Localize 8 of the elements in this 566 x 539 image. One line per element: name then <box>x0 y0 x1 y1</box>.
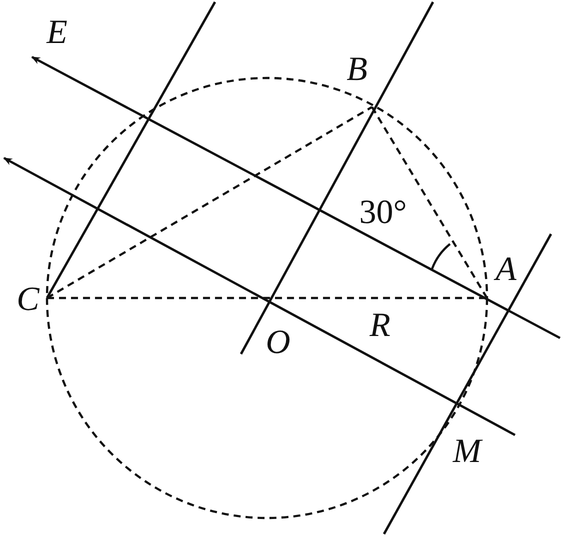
point-label: E <box>46 16 68 50</box>
point-label: A <box>496 253 516 287</box>
point-label: M <box>452 435 482 469</box>
point-label: C <box>16 283 40 317</box>
point-label: O <box>266 326 290 360</box>
point-label: R <box>370 309 390 343</box>
angle-label: 30° <box>359 196 407 230</box>
point-label: B <box>346 53 368 87</box>
